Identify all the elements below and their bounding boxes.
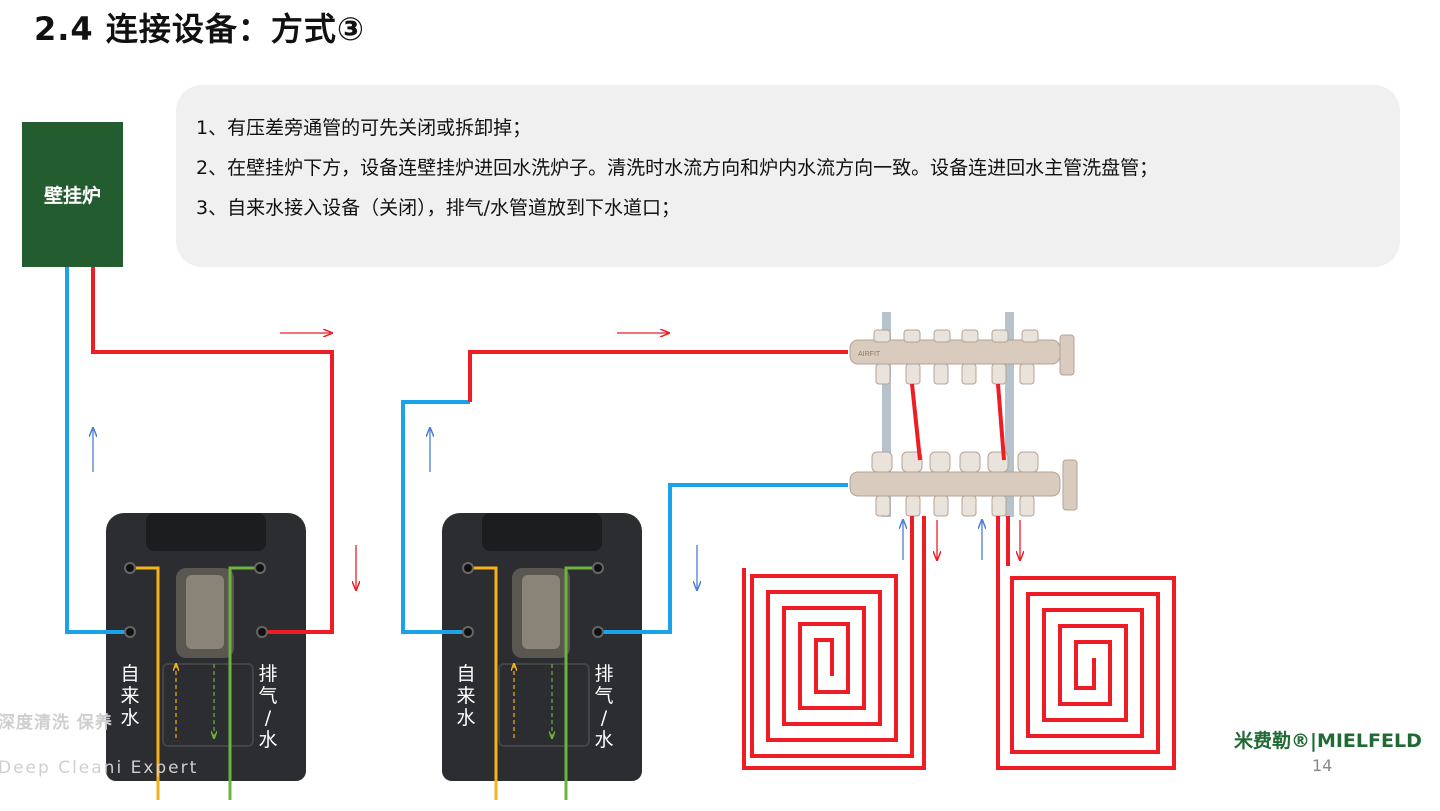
page-title: 2.4 连接设备：方式③ [34, 10, 365, 48]
instruction-line-3: 3、自来水接入设备（关闭），排气/水管道放到下水道口； [196, 197, 680, 219]
boiler-supply-pipe [91, 267, 334, 634]
device-2-tap-water-label: 自来水 [456, 663, 476, 729]
watermark-line-2: Deep Cleani Expert [0, 758, 199, 778]
floor-heating-coil-2 [996, 516, 1176, 770]
manifold: AIRFIT [849, 312, 1078, 517]
cleaning-device-1: 自来水 排气/水 [106, 513, 306, 785]
device-2-outlet-pipe [401, 400, 470, 634]
drain-pipe-1 [228, 566, 262, 800]
page-number: 14 [1312, 756, 1333, 775]
brand-logo: 米费勒®|MIELFELD [1234, 730, 1422, 752]
wall-boiler: 壁挂炉 [22, 122, 123, 267]
device-2-drain-label: 排气/水 [594, 663, 614, 751]
tap-water-pipe-2 [466, 566, 498, 800]
watermark-line-1: 深度清洗 保养 [0, 713, 113, 733]
boiler-return-pipe [65, 267, 128, 634]
drain-pipe-2 [564, 566, 598, 800]
device-1-drain-label: 排气/水 [258, 663, 278, 751]
cleaning-device-2: 自来水 排气/水 [442, 513, 642, 785]
main-return-pipe [598, 483, 848, 634]
instruction-line-1: 1、有压差旁通管的可先关闭或拆卸掉； [196, 117, 532, 139]
instruction-box: 1、有压差旁通管的可先关闭或拆卸掉； 2、在壁挂炉下方，设备连壁挂炉进回水洗炉子… [176, 85, 1400, 267]
floor-heating-coil-1 [742, 516, 926, 770]
tap-water-pipe-1 [128, 566, 160, 800]
manifold-brand-label: AIRFIT [858, 351, 881, 358]
instruction-line-2: 2、在壁挂炉下方，设备连壁挂炉进回水洗炉子。清洗时水流方向和炉内水流方向一致。设… [196, 157, 1159, 179]
main-supply-pipe [468, 350, 848, 402]
device-1-tap-water-label: 自来水 [120, 663, 140, 729]
